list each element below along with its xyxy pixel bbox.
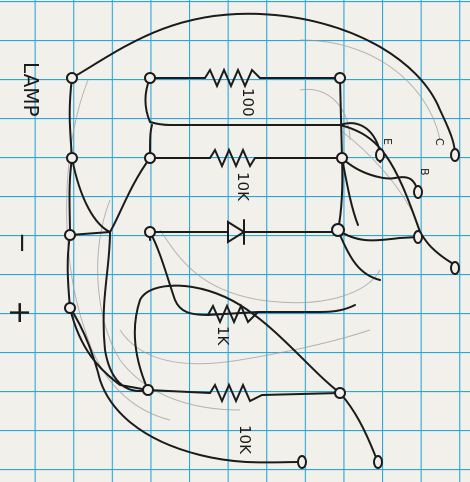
label-connector-c: C xyxy=(433,138,446,146)
label-lamp: LAMP xyxy=(19,62,43,117)
node-left-2 xyxy=(66,152,78,164)
node-r1-right xyxy=(334,72,346,84)
diode xyxy=(209,219,251,245)
node-lamp xyxy=(66,72,78,84)
label-r-fourth: 1K xyxy=(214,326,232,347)
connector-b xyxy=(413,185,423,199)
label-plus: + xyxy=(2,300,37,325)
label-r-top: 100 xyxy=(239,88,257,117)
connector-e xyxy=(375,148,385,162)
connector-bottom-2 xyxy=(373,455,383,469)
node-r5-left xyxy=(142,384,154,396)
resistor-fourth xyxy=(207,303,259,325)
node-minus xyxy=(64,229,76,241)
node-r2-right xyxy=(336,152,348,164)
resistor-top xyxy=(204,67,261,89)
ink-wires xyxy=(66,12,456,464)
resistor-bottom xyxy=(209,382,263,404)
label-r-bottom: 10K xyxy=(236,425,254,455)
connector-b2 xyxy=(413,230,423,244)
label-connector-b: B xyxy=(418,168,431,176)
node-r1-left xyxy=(144,72,156,84)
node-d-left xyxy=(144,226,156,238)
label-connector-e: E xyxy=(381,138,394,145)
connector-bottom-1 xyxy=(297,455,307,469)
connector-c xyxy=(450,148,460,162)
label-r-second: 10K xyxy=(234,172,252,202)
label-minus: − xyxy=(7,232,37,254)
node-d-right xyxy=(331,223,345,237)
node-r2-left xyxy=(144,152,156,164)
junctions xyxy=(64,72,460,469)
components xyxy=(204,67,263,404)
connector-c2 xyxy=(450,261,460,275)
node-r5-right xyxy=(334,387,346,399)
node-plus xyxy=(64,302,76,314)
resistor-second xyxy=(209,147,256,169)
